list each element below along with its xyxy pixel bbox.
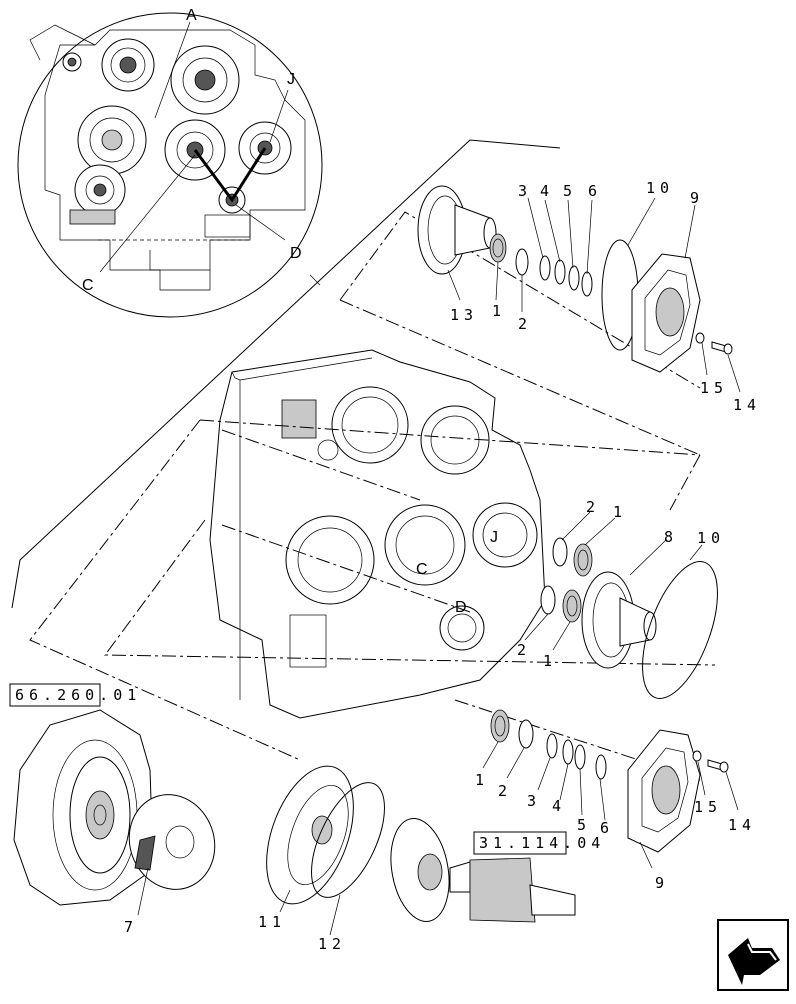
output-flange-13	[417, 185, 497, 275]
transmission-housing: J C D	[209, 349, 546, 719]
bearing-cover-9-lower	[627, 729, 701, 853]
output-flange-8	[581, 571, 657, 669]
inset-label-d: D	[290, 245, 302, 262]
reference-66-260-01[interactable]: 66.260.01	[9, 683, 141, 707]
inset-detail-view: A J C D	[17, 7, 323, 318]
bearing-cover-9	[631, 253, 701, 373]
callout-top-5: 5	[563, 182, 577, 200]
callout-bot-11: 11	[258, 913, 286, 931]
callout-top-14: 14	[733, 396, 761, 414]
callout-top-4: 4	[540, 182, 554, 200]
inset-label-a: A	[186, 7, 197, 24]
callout-top-1: 1	[492, 302, 506, 320]
callout-bot-14: 14	[728, 816, 756, 834]
callout-mid-8: 8	[664, 528, 678, 546]
callout-top-2: 2	[518, 315, 532, 333]
callout-mid-2a: 2	[586, 498, 600, 516]
callout-top-10: 10	[646, 179, 674, 197]
next-page-arrow-icon[interactable]	[717, 919, 789, 991]
bottom-exploded-group: 1 2 3 4 5 6 9 15 14	[454, 699, 756, 892]
housing-label-j: J	[490, 529, 498, 546]
middle-exploded-group: 2 1 8 10 2 1	[517, 498, 725, 699]
callout-bot-1: 1	[475, 771, 489, 789]
callout-bot-6: 6	[600, 819, 614, 837]
callout-bot-12: 12	[318, 935, 346, 953]
callout-bot-5: 5	[577, 816, 591, 834]
bottom-left-group: 7 11 12	[13, 709, 576, 953]
callout-bot-3: 3	[527, 792, 541, 810]
callout-mid-2b: 2	[517, 641, 531, 659]
callout-top-3: 3	[518, 182, 532, 200]
callout-bot-7: 7	[124, 918, 138, 936]
cover-plate-11	[266, 765, 354, 905]
callout-bot-4: 4	[552, 797, 566, 815]
flywheel-housing	[13, 709, 153, 906]
reference-right-text: 31.114.04	[479, 834, 605, 852]
housing-bores	[281, 386, 538, 668]
callout-mid-1b: 1	[543, 652, 557, 670]
callout-top-13: 13	[450, 306, 478, 324]
reference-31-114-04[interactable]: 31.114.04	[473, 831, 605, 855]
callout-mid-1a: 1	[613, 503, 627, 521]
callout-top-9: 9	[690, 189, 704, 207]
reference-left-text: 66.260.01	[15, 686, 141, 704]
housing-label-d: D	[455, 599, 467, 616]
input-shaft-assembly	[390, 818, 576, 923]
top-exploded-group: 13 1 2 3 4 5 6 10 9 15 14	[339, 179, 761, 456]
callout-bot-9: 9	[655, 874, 669, 892]
inset-label-c: C	[82, 277, 94, 294]
callout-mid-10: 10	[697, 529, 725, 547]
inset-label-j: J	[287, 71, 295, 88]
callout-bot-15: 15	[694, 798, 722, 816]
callout-top-15: 15	[700, 379, 728, 397]
callout-top-6: 6	[588, 182, 602, 200]
inset-housing	[29, 24, 306, 291]
housing-label-c: C	[416, 561, 428, 578]
callout-bot-2: 2	[498, 782, 512, 800]
disc-7	[128, 794, 216, 890]
